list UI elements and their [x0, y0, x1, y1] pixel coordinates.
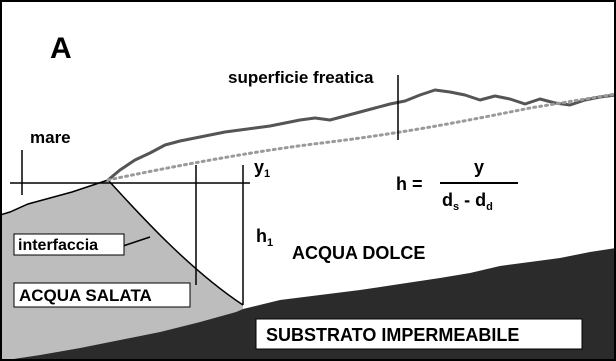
den-minus: - — [459, 190, 475, 210]
saltwater-wedge — [0, 180, 243, 361]
den-ds-sub: s — [453, 201, 459, 213]
h1-symbol: h1 — [256, 226, 273, 249]
den-ds-base: d — [442, 190, 453, 210]
den-dd-base: d — [475, 190, 486, 210]
interfaccia-leader — [122, 236, 151, 247]
h1-subscript: 1 — [267, 237, 273, 249]
superficie-freatica-label: superficie freatica — [228, 68, 374, 87]
y1-subscript: 1 — [264, 168, 270, 180]
acqua-salata-box — [13, 282, 191, 308]
water-table-line — [107, 88, 616, 182]
acqua-dolce-label: ACQUA DOLCE — [292, 243, 425, 263]
formula-numerator: y — [474, 157, 484, 177]
panel-letter: A — [50, 32, 72, 65]
formula-lhs: h = — [396, 174, 423, 194]
formula-denominator: ds - dd — [442, 190, 493, 213]
interfaccia-label: interfaccia — [18, 237, 98, 254]
substrato-label: SUBSTRATO IMPERMEABILE — [266, 325, 519, 345]
interfaccia-box — [13, 233, 125, 256]
sea-bed-line — [0, 179, 109, 216]
mare-label: mare — [30, 128, 71, 147]
h1-base: h — [256, 226, 267, 246]
den-dd-sub: d — [486, 201, 493, 213]
acqua-salata-label: ACQUA SALATA — [19, 286, 152, 305]
interface-curve — [107, 179, 244, 306]
y1-base: y — [254, 157, 264, 177]
substrato-box — [255, 318, 583, 350]
y1-symbol: y1 — [254, 157, 270, 180]
dotted-gradient-line — [106, 92, 616, 182]
